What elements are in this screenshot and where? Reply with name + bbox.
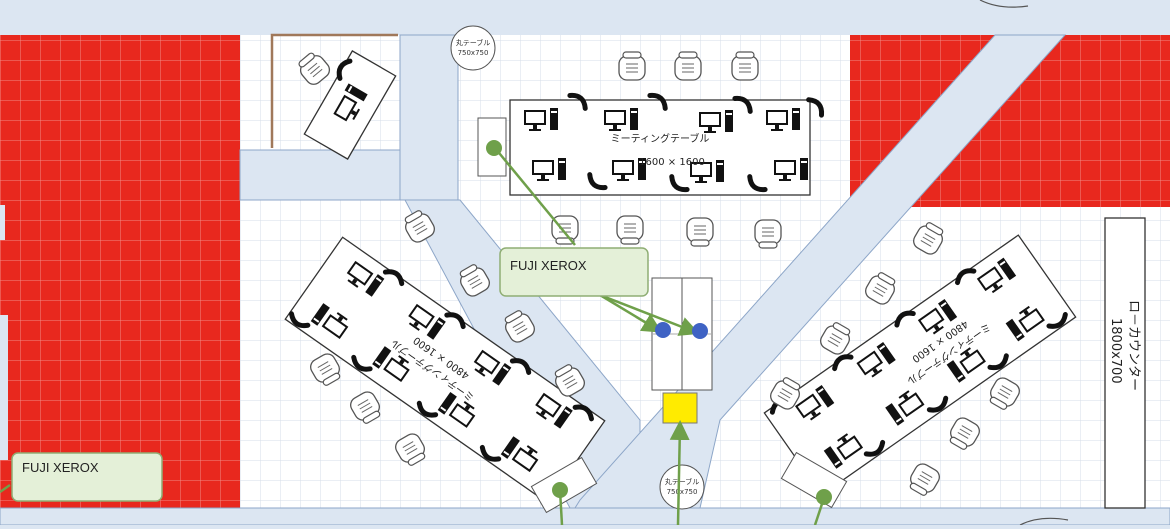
svg-text:FUJI XEROX: FUJI XEROX: [22, 460, 99, 475]
callout-fuji-xerox-left: FUJI XEROX: [11, 452, 163, 502]
round-table-top: 丸テーブル 750x750: [450, 25, 496, 71]
meeting-table-right: ミーティングテーブル 4800 × 1600: [763, 234, 1077, 496]
door-top-right: [979, 0, 1029, 8]
door-bottom-right: [1019, 517, 1069, 526]
desk-small-room: [303, 50, 397, 160]
svg-text:750x750: 750x750: [458, 49, 489, 57]
connector-arrows: [0, 147, 826, 526]
meeting-table-left: ミーティングテーブル 4800 × 1600: [284, 236, 606, 504]
round-table-bottom: 丸テーブル 750x750: [659, 464, 705, 510]
yellow-box: [662, 392, 698, 424]
meeting-table-top-size: 1600 × 1600: [639, 157, 705, 168]
room-wall: [270, 33, 398, 148]
svg-text:丸テーブル: 丸テーブル: [456, 38, 491, 47]
svg-text:FUJI XEROX: FUJI XEROX: [510, 258, 587, 273]
counter-size: 1800x700: [1108, 318, 1123, 384]
counter-label: ロ－カウンター: [1126, 300, 1141, 391]
callout-fuji-xerox-center: FUJI XEROX: [499, 247, 649, 297]
svg-text:750x750: 750x750: [667, 488, 698, 496]
svg-text:丸テーブル: 丸テーブル: [665, 477, 700, 486]
marker-dots: [486, 140, 832, 505]
low-counter: ロ－カウンター 1800x700: [1104, 217, 1146, 509]
meeting-table-top: ミーティングテーブル 1600 × 1600: [509, 92, 825, 195]
red-zone-left: [0, 35, 240, 510]
meeting-table-top-label: ミーティングテーブル: [611, 132, 710, 145]
